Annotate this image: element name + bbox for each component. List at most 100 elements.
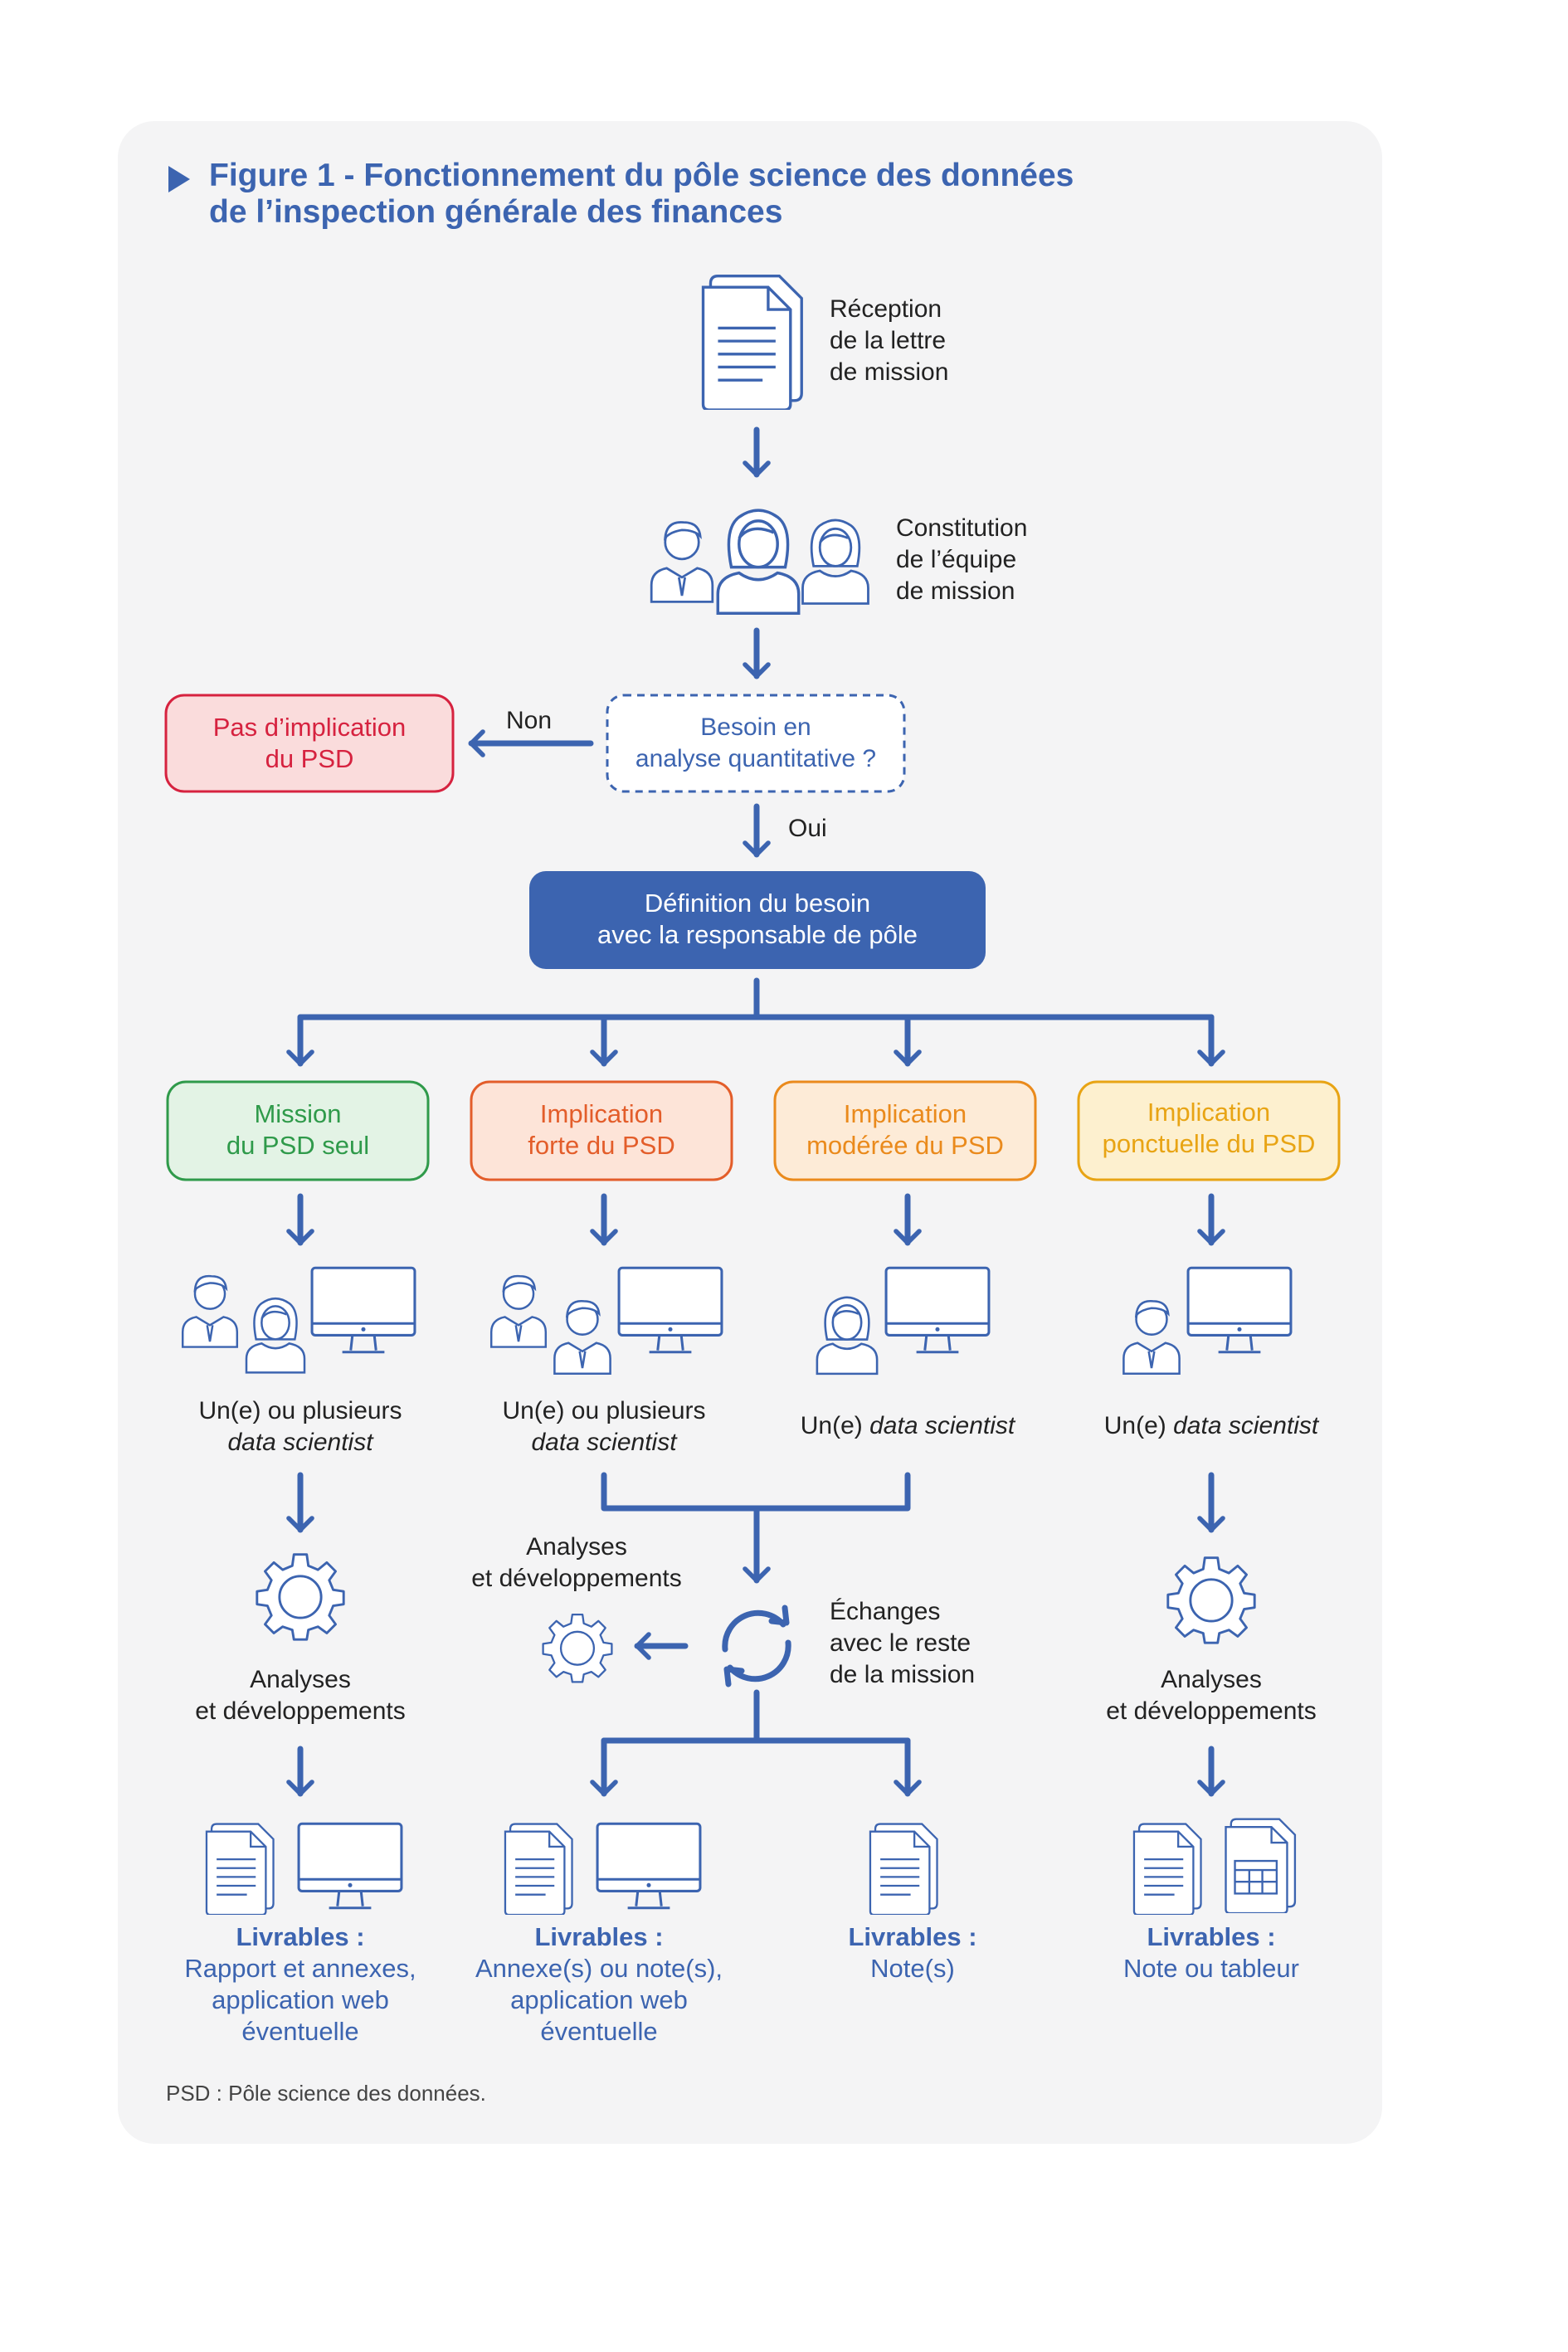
work-label-4: Analyses et développements xyxy=(1079,1664,1344,1727)
document-icon xyxy=(701,275,803,410)
figure-title-line2: de l’inspection générale des finances xyxy=(209,194,783,230)
spreadsheet-icon xyxy=(1225,1818,1297,1913)
deliverables-4: Livrables : Note ou tableur xyxy=(1079,1921,1344,1984)
deliverables-title: Livrables : xyxy=(534,1922,664,1951)
branch-box-4 xyxy=(1077,1080,1341,1181)
work-line: Analyses xyxy=(250,1666,351,1693)
document-icon-b3 xyxy=(869,1823,938,1915)
branch-box-2 xyxy=(470,1080,733,1181)
computer-icon-b2-deliv xyxy=(596,1822,702,1910)
non-label: Non xyxy=(506,707,553,734)
footnote: PSD : Pôle science des données. xyxy=(166,2081,486,2106)
staff-label-4: Un(e) data scientist xyxy=(1070,1410,1352,1442)
work-line: et développements xyxy=(195,1697,406,1725)
no-involvement-box xyxy=(164,694,455,793)
connectors xyxy=(286,426,1225,1797)
document-icon-b2 xyxy=(504,1823,573,1915)
computer-icon-b3 xyxy=(884,1266,991,1354)
branch-label-2: Implication forte du PSD xyxy=(471,1098,732,1161)
gear-icon-b1 xyxy=(256,1553,345,1641)
staff-prefix: Un(e) xyxy=(800,1412,870,1439)
decision-line: analyse quantitative ? xyxy=(635,745,877,772)
reception-label: Réception de la lettre de mission xyxy=(830,294,1037,388)
deliverables-line: application web xyxy=(510,1985,688,2014)
deliverables-line: éventuelle xyxy=(241,2017,359,2046)
branch-label-line: Implication xyxy=(1147,1098,1271,1127)
branch-box-1 xyxy=(166,1080,430,1181)
document-icon-b1 xyxy=(205,1823,275,1915)
computer-icon-b1-deliv xyxy=(297,1822,403,1910)
branch-bus xyxy=(297,977,1215,1020)
exchanges-line: de la mission xyxy=(830,1661,976,1688)
deliverables-line: Note ou tableur xyxy=(1123,1954,1299,1983)
woman-icon-b1 xyxy=(245,1297,306,1374)
definition-line: avec la responsable de pôle xyxy=(597,920,918,949)
branch-label-line: Implication xyxy=(539,1099,664,1128)
deliverables-line: application web xyxy=(212,1985,389,2014)
work-line: Analyses xyxy=(526,1533,627,1561)
definition-box xyxy=(529,871,986,969)
staff-prefix: Un(e) xyxy=(1103,1412,1174,1439)
constitution-line: de l’équipe xyxy=(896,546,1017,573)
document-icon-b4 xyxy=(1132,1823,1202,1915)
computer-icon-b2 xyxy=(617,1266,723,1354)
gear-icon-shared xyxy=(542,1613,613,1683)
branch-label-line: Implication xyxy=(843,1099,967,1128)
reception-line: de mission xyxy=(830,358,949,386)
woman-icon-2 xyxy=(801,519,869,605)
deliverables-3: Livrables : Note(s) xyxy=(788,1921,1037,1984)
staff-italic: data scientist xyxy=(869,1412,1015,1439)
staff-label-3: Un(e) data scientist xyxy=(767,1410,1049,1442)
man-icon-b2-2 xyxy=(553,1299,611,1375)
staff-label-2: Un(e) ou plusieurs data scientist xyxy=(463,1395,745,1458)
branch-label-line: modérée du PSD xyxy=(806,1131,1004,1160)
woman-icon-b3 xyxy=(816,1296,879,1376)
man-icon-b1 xyxy=(181,1274,239,1348)
no-involvement-line: du PSD xyxy=(265,744,354,773)
staff-line-italic: data scientist xyxy=(531,1429,677,1456)
definition-line: Définition du besoin xyxy=(644,889,871,918)
deliverables-2: Livrables : Annexe(s) ou note(s), applic… xyxy=(458,1921,740,2048)
woman-icon xyxy=(716,509,801,616)
deliverables-1: Livrables : Rapport et annexes, applicat… xyxy=(159,1921,441,2048)
work-line: Analyses xyxy=(1161,1666,1262,1693)
branch-label-3: Implication modérée du PSD xyxy=(775,1098,1035,1161)
cycle-icon xyxy=(725,1608,788,1684)
work-line: et développements xyxy=(1106,1697,1317,1725)
deliverables-title: Livrables : xyxy=(236,1922,365,1951)
man-icon xyxy=(650,521,714,603)
man-icon-b2 xyxy=(489,1274,548,1348)
title-triangle-icon xyxy=(168,166,190,192)
no-involvement-label: Pas d’implication du PSD xyxy=(166,712,453,775)
staff-label-1: Un(e) ou plusieurs data scientist xyxy=(159,1395,441,1458)
constitution-line: Constitution xyxy=(896,514,1028,542)
merge-b2-b3 xyxy=(601,1472,911,1512)
branch-label-1: Mission du PSD seul xyxy=(168,1098,428,1161)
reception-line: de la lettre xyxy=(830,327,947,354)
deliverables-line: éventuelle xyxy=(540,2017,658,2046)
deliverables-line: Annexe(s) ou note(s), xyxy=(475,1954,723,1983)
exchanges-label: Échanges avec le reste de la mission xyxy=(830,1596,1029,1691)
exchanges-line: Échanges xyxy=(830,1598,941,1625)
figure-title: Figure 1 - Fonctionnement du pôle scienc… xyxy=(209,158,1205,231)
decision-box xyxy=(606,694,906,793)
work-label-shared: Analyses et développements xyxy=(448,1531,705,1595)
staff-line-italic: data scientist xyxy=(227,1429,373,1456)
constitution-label: Constitution de l’équipe de mission xyxy=(896,513,1112,607)
branch-label-4: Implication ponctuelle du PSD xyxy=(1079,1097,1339,1160)
decision-line: Besoin en xyxy=(700,713,811,741)
work-line: et développements xyxy=(471,1565,682,1592)
deliverables-line: Note(s) xyxy=(870,1954,955,1983)
definition-label: Définition du besoin avec la responsable… xyxy=(529,888,986,951)
staff-italic: data scientist xyxy=(1173,1412,1319,1439)
deliverables-title: Livrables : xyxy=(1147,1922,1276,1951)
computer-icon-b4 xyxy=(1186,1266,1293,1354)
branch-label-line: ponctuelle du PSD xyxy=(1102,1129,1316,1158)
gear-icon-b4 xyxy=(1166,1556,1256,1644)
staff-line: Un(e) ou plusieurs xyxy=(502,1397,706,1424)
figure-title-line1: Figure 1 - Fonctionnement du pôle scienc… xyxy=(209,158,1074,193)
computer-icon-b1 xyxy=(310,1266,416,1354)
branch-label-line: forte du PSD xyxy=(528,1131,675,1160)
decision-label: Besoin en analyse quantitative ? xyxy=(607,712,904,775)
